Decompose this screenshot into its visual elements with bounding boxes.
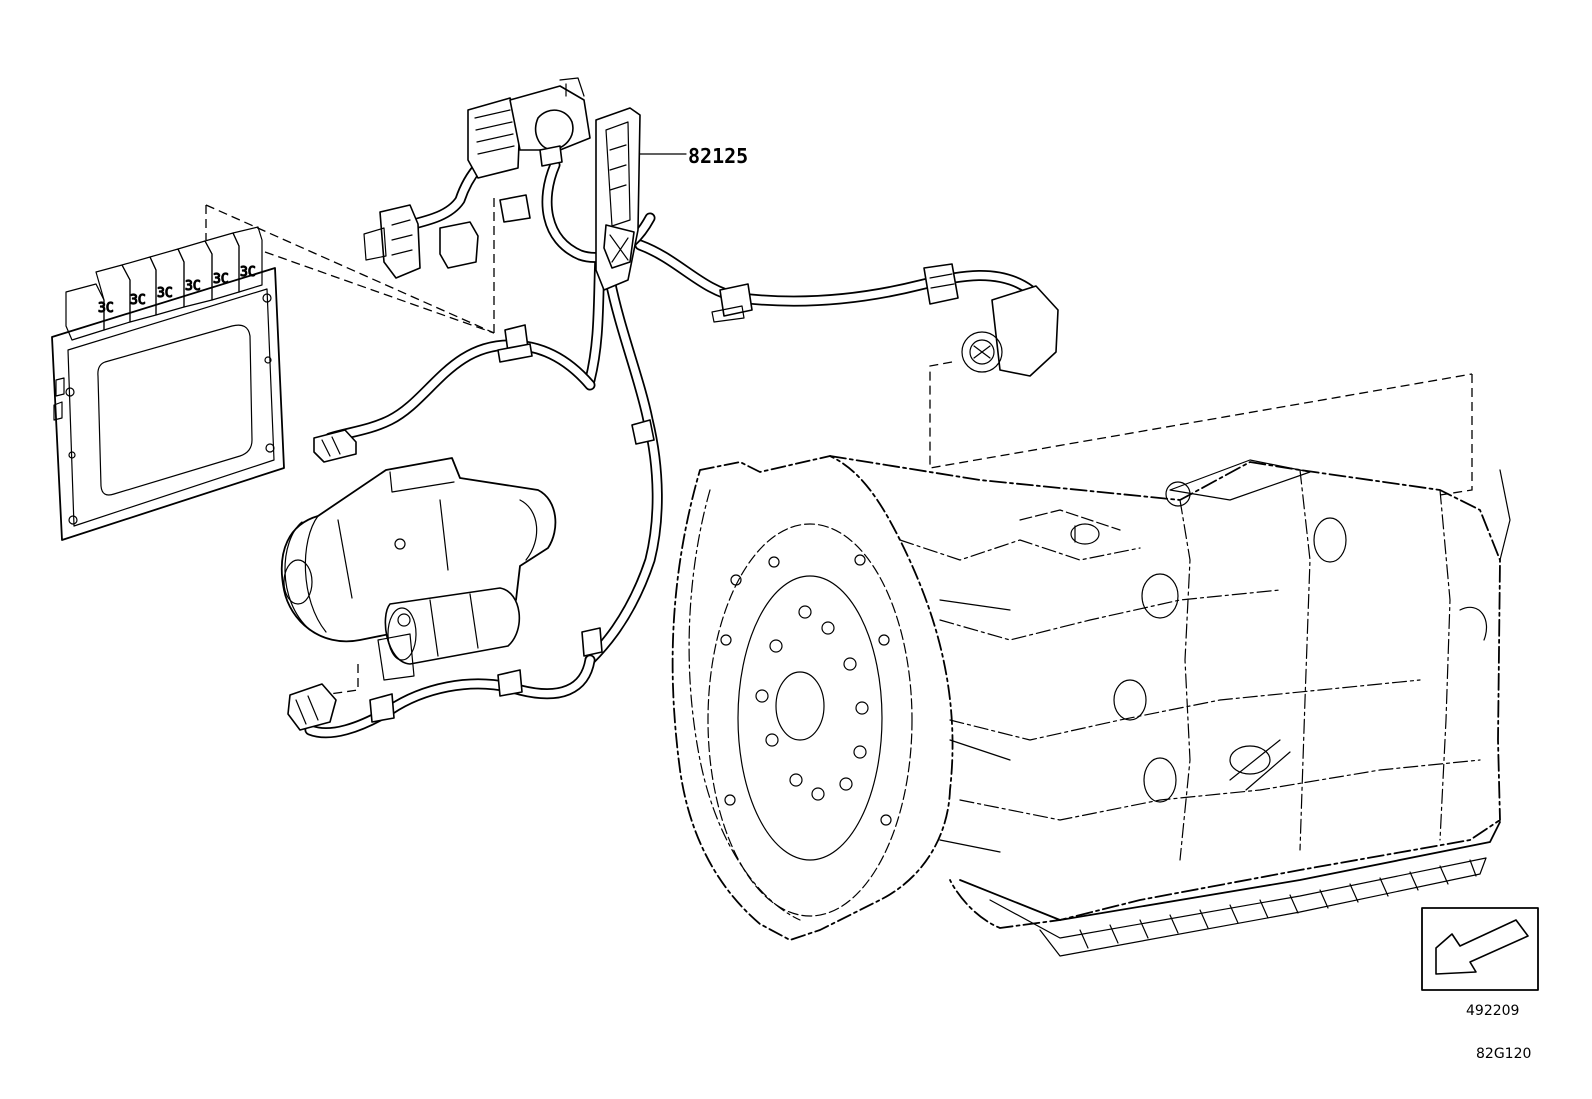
svg-text:3C: 3C <box>98 301 114 316</box>
svg-text:3C: 3C <box>185 279 201 294</box>
transmission <box>671 455 1511 957</box>
svg-text:3C: 3C <box>130 293 146 308</box>
ref-code: 492209 <box>1466 1003 1519 1019</box>
part-number-label: 82125 <box>688 144 748 168</box>
wire-harness <box>287 77 1059 739</box>
direction-arrow-box <box>1421 907 1539 991</box>
svg-text:3C: 3C <box>157 286 173 301</box>
svg-text:3C: 3C <box>240 265 256 280</box>
guide-lines <box>205 198 1473 695</box>
figure-code: 82G120 <box>1476 1046 1531 1062</box>
starter-motor <box>280 457 557 681</box>
svg-text:3C: 3C <box>213 272 229 287</box>
ecu-module: 3C 3C 3C 3C 3C 3C <box>51 226 285 541</box>
